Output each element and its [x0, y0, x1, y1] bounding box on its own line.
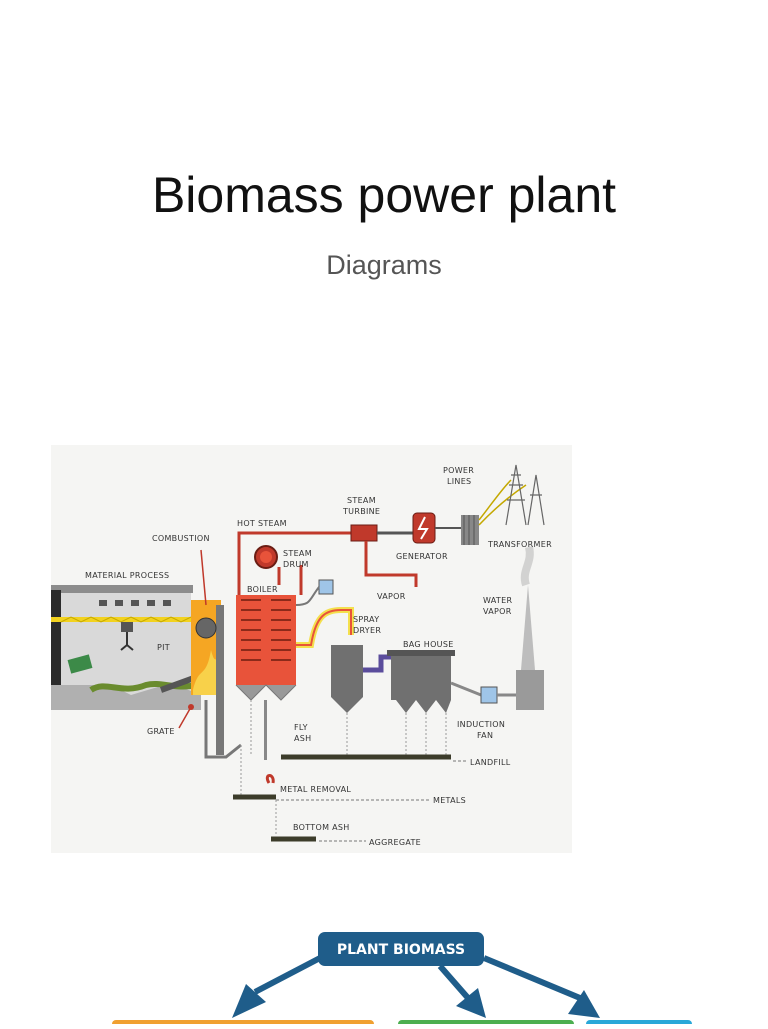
stack-base: [516, 670, 544, 710]
label-power: POWER: [443, 466, 474, 475]
label-dryer: DRYER: [353, 626, 381, 635]
spray-dryer: [331, 645, 363, 697]
flow-arrows: [232, 955, 600, 1018]
label-metal-removal: METAL REMOVAL: [280, 785, 351, 794]
label-bag-house: BAG HOUSE: [403, 640, 454, 649]
combustion-fan-icon: [195, 617, 217, 639]
steam-turbine-icon: [350, 524, 378, 542]
label-grate: GRATE: [147, 727, 175, 736]
label-transformer: TRANSFORMER: [487, 540, 552, 549]
ash-handling: [204, 700, 431, 842]
label-material-process: MATERIAL PROCESS: [85, 571, 169, 580]
crane-rail: [51, 617, 211, 622]
emissions-unit: [250, 546, 544, 762]
label-lines: LINES: [447, 477, 471, 486]
biomass-plant-diagram: POWER LINES STEAM TURBINE HOT STEAM COMB…: [51, 445, 572, 853]
label-combustion: COMBUSTION: [152, 534, 210, 543]
label-turbine: TURBINE: [342, 507, 380, 516]
label-pit: PIT: [157, 643, 170, 652]
label-hot-steam: HOT STEAM: [237, 519, 287, 528]
branch-box-left: [112, 1020, 374, 1028]
branch-box-middle: [398, 1020, 574, 1028]
stack: [521, 585, 535, 670]
label-water-vapor: VAPOR: [483, 607, 512, 616]
plant-biomass-flowchart: PLANT BIOMASS: [0, 920, 768, 1028]
label-generator: GENERATOR: [396, 552, 448, 561]
material-process-building: [51, 585, 218, 710]
bag-house: [391, 655, 451, 700]
label-metals: METALS: [433, 796, 466, 805]
label-aggregate: AGGREGATE: [369, 838, 421, 847]
vapor-fan-icon: [318, 579, 334, 595]
label-induction: INDUCTION: [457, 720, 505, 729]
label-landfill: LANDFILL: [470, 758, 511, 767]
label-vapor: VAPOR: [377, 592, 406, 601]
label-steam: STEAM: [347, 496, 376, 505]
power-tower-icon: [505, 464, 545, 526]
crane-hook-icon: [121, 622, 133, 632]
induction-fan-icon: [480, 686, 498, 704]
label-fan: FAN: [477, 731, 493, 740]
page-subtitle: Diagrams: [326, 250, 442, 280]
label-boiler: BOILER: [247, 585, 278, 594]
label-steam-drum-2: DRUM: [283, 560, 309, 569]
label-water: WATER: [483, 596, 512, 605]
label-spray: SPRAY: [353, 615, 379, 624]
boiler-unit: [178, 531, 351, 760]
turbine-unit: [350, 464, 545, 587]
label-bottom-ash: BOTTOM ASH: [293, 823, 350, 832]
label-fly: FLY: [294, 723, 308, 732]
truck-icon: [67, 654, 93, 674]
branch-box-right: [586, 1020, 692, 1028]
plant-biomass-box: [318, 932, 484, 966]
page-title: Biomass power plant: [151, 167, 617, 223]
plant-biomass-label: PLANT BIOMASS: [337, 942, 465, 958]
magnet-icon: [265, 774, 275, 784]
label-ash: ASH: [294, 734, 311, 743]
label-steam-drum-1: STEAM: [283, 549, 312, 558]
